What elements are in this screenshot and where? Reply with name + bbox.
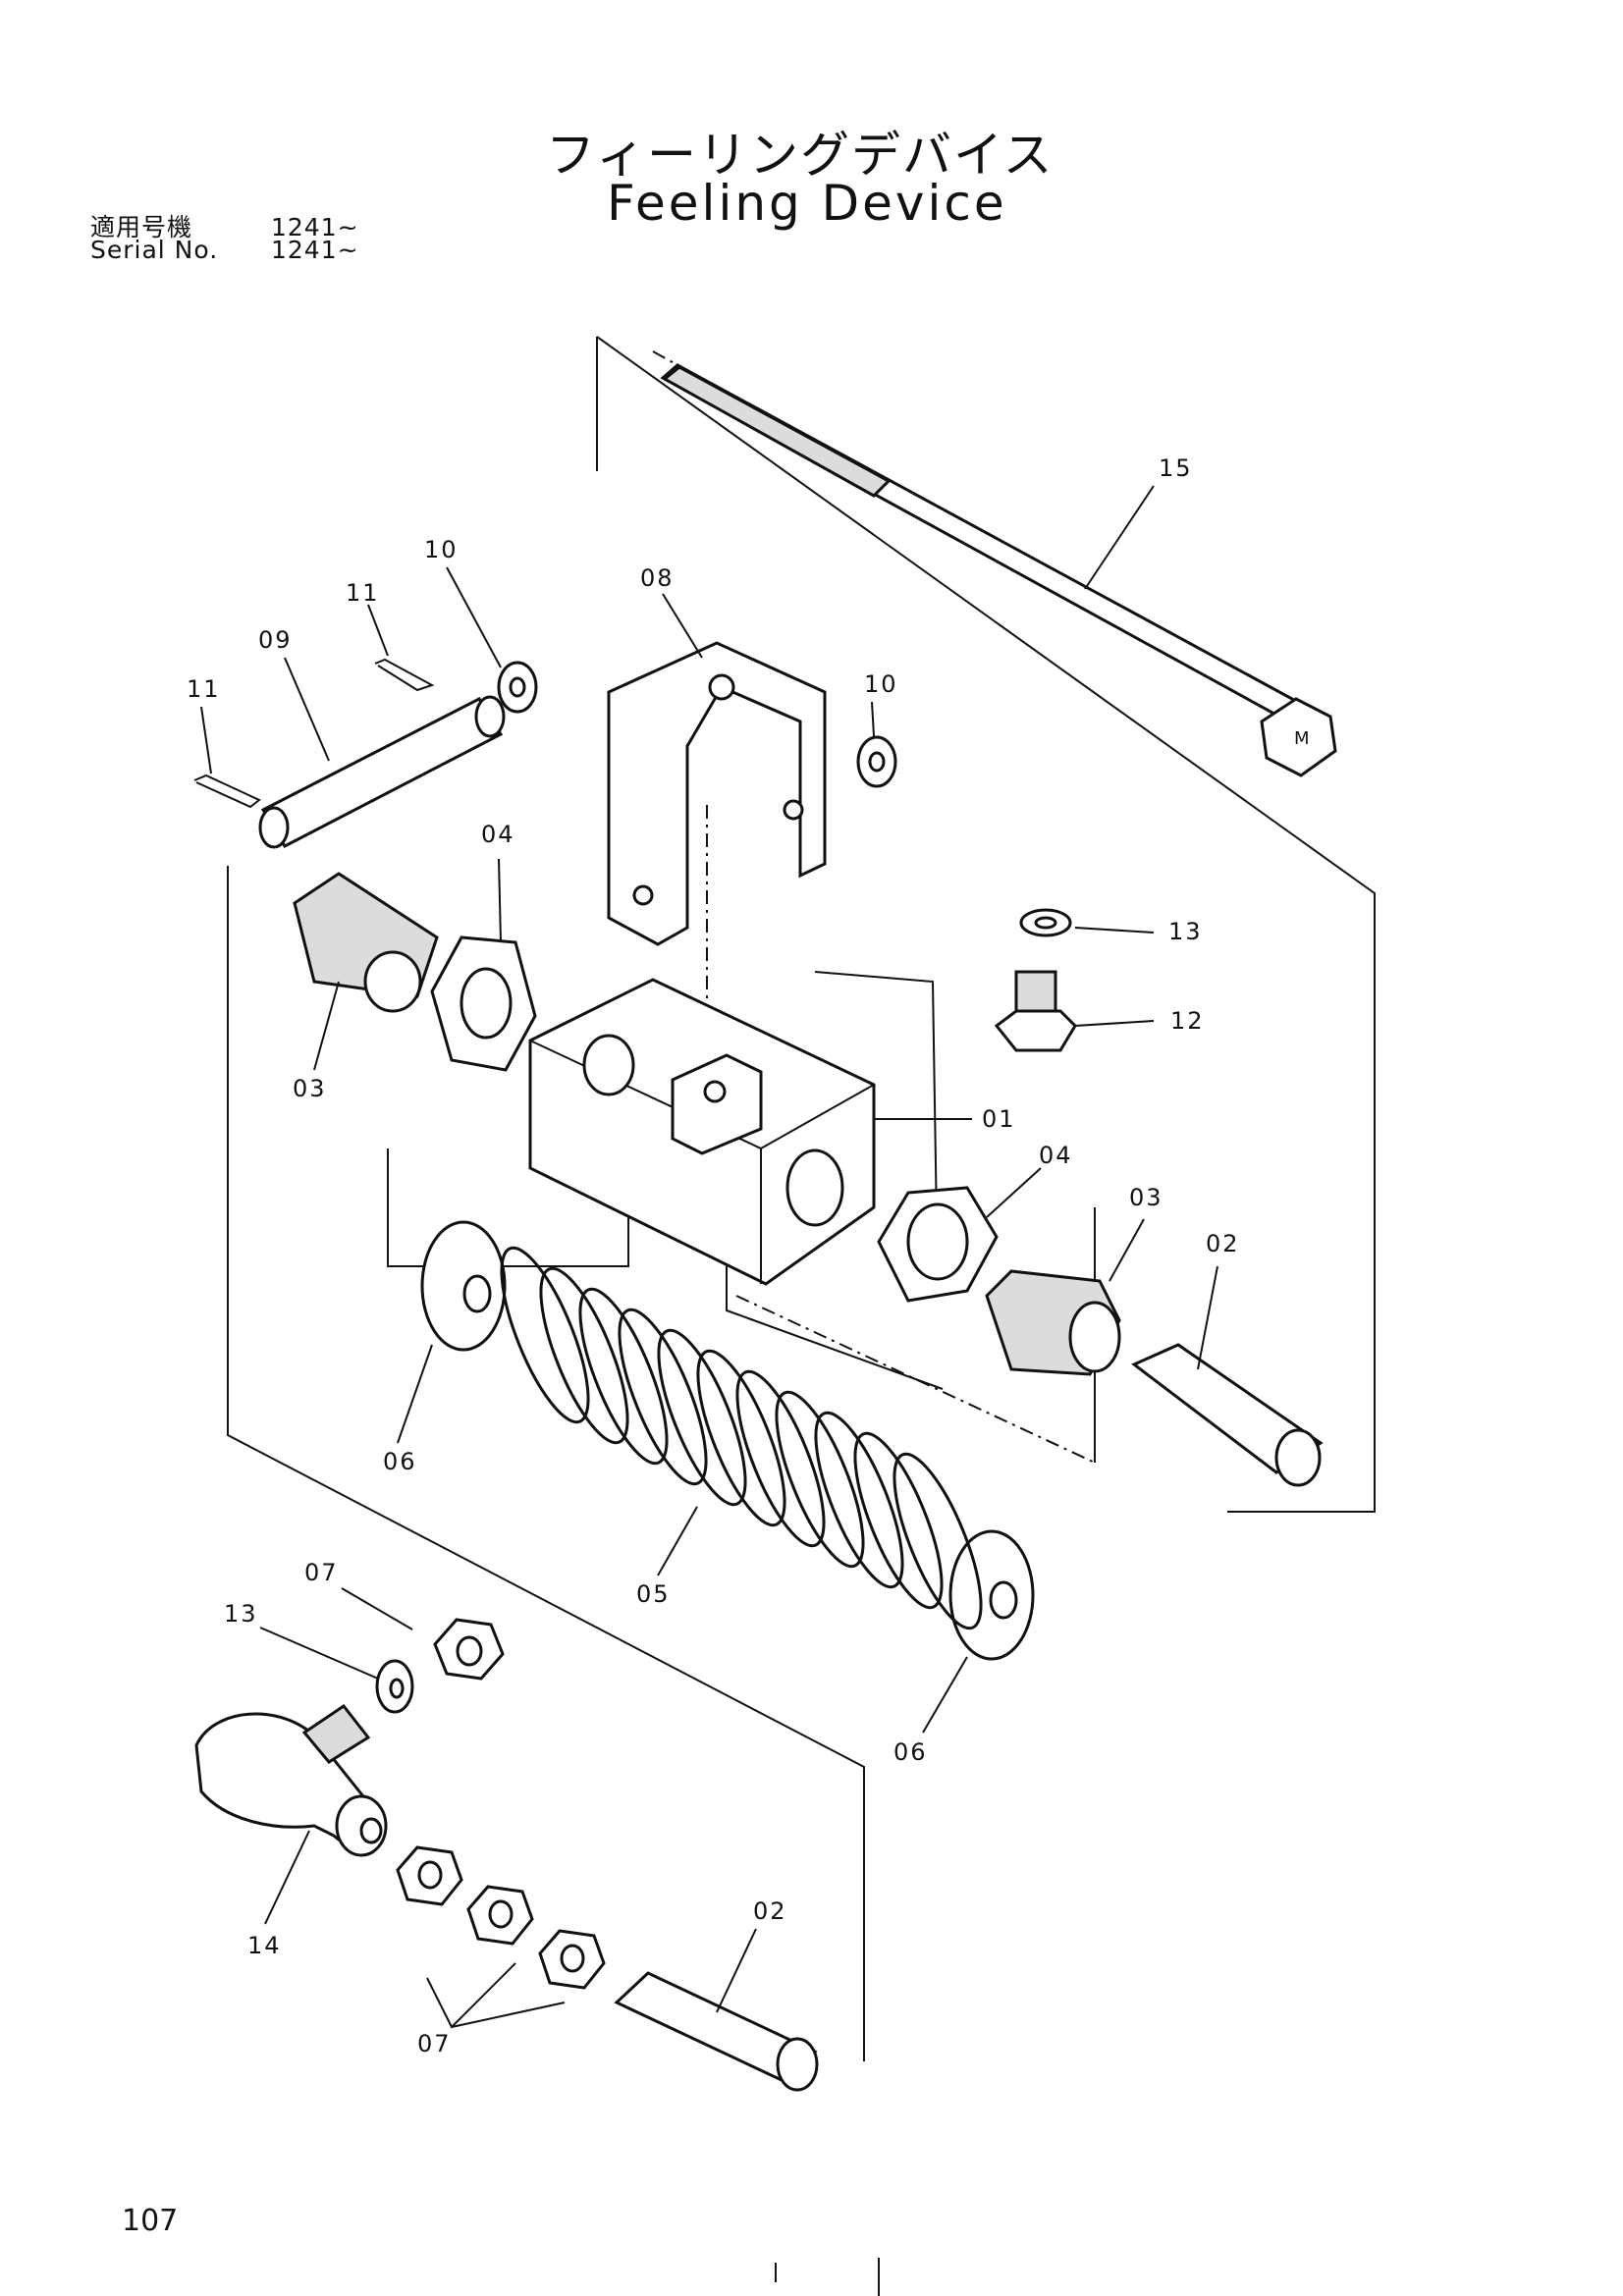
spring-coil [578,1287,669,1466]
spring-coil [853,1431,944,1610]
callout-04-lower: 04 [1039,1142,1073,1169]
part-10-washer-right [856,735,897,788]
callout-06-left: 06 [383,1448,417,1475]
page-title-japanese: フィーリングデバイス [546,127,1055,184]
callout-14: 14 [247,1932,282,1959]
callout-11-lower: 11 [187,675,221,703]
page-number: 107 [122,2204,179,2238]
callout-01: 01 [982,1105,1016,1133]
part-14-rod-end [194,1703,388,1857]
serial-value-jp: 1241~ [271,213,359,241]
spring-coil [500,1246,590,1424]
callout-10-right: 10 [864,670,898,698]
part-10-washer-left [497,661,538,714]
part-11-cotter-pin-upper [374,658,435,692]
part-07-nut-set [396,1845,606,1990]
callout-10-left: 10 [424,536,459,563]
callout-07-lower: 07 [417,2030,452,2057]
part-06-spring-seat-left [420,1220,507,1352]
part-15-long-bolt: M [660,363,1337,777]
callout-02-right: 02 [1206,1230,1240,1257]
serial-label-jp: 適用号機 [90,213,193,241]
bolt-thread [662,365,892,498]
spring-coil [539,1266,629,1445]
callout-05: 05 [636,1580,671,1608]
part-09-pin [258,695,506,849]
callout-03-upper: 03 [293,1075,327,1102]
spring-coil [775,1390,865,1569]
scan-edge-marks [775,2258,880,2296]
serial-line-english: Serial No. 1241~ [90,236,359,264]
part-07-nut-upper [433,1618,505,1681]
page-title-english: Feeling Device [607,175,1007,232]
part-13-washer-upper [1019,908,1072,937]
callout-08: 08 [640,564,675,592]
callout-12: 12 [1170,1007,1205,1035]
callout-03-lower: 03 [1129,1184,1163,1211]
part-03-adjuster-left [293,872,439,1013]
part-02-collar-lower [614,1971,819,2092]
serial-value-en: 1241~ [271,236,359,264]
spring-coil [618,1308,708,1486]
spring-coil [893,1452,983,1630]
callout-06-right: 06 [893,1738,928,1766]
callout-02-lower: 02 [753,1897,787,1925]
part-01-housing-block [528,978,876,1286]
callout-09: 09 [258,626,293,654]
serial-label-en: Serial No. [90,236,219,264]
leader-lines [200,485,1218,2029]
part-12-hex-bolt [994,970,1077,1052]
part-05-coil-spring [500,1246,983,1630]
spring-coil [696,1349,786,1527]
serial-line-japanese: 適用号機 1241~ [90,208,359,243]
callout-07-upper: 07 [304,1559,339,1586]
spring-coil [657,1328,747,1507]
spring-coil [735,1369,826,1548]
callout-13-lower: 13 [224,1600,258,1628]
part-04-lock-nut-left [430,935,537,1072]
callout-15: 15 [1159,454,1193,482]
svg-text:M: M [1294,728,1310,749]
part-04-lock-nut-right [877,1186,999,1303]
part-08-bracket [607,641,827,946]
part-03-adjuster-right [985,1269,1121,1376]
callout-13-upper: 13 [1168,918,1203,945]
callout-labels: 15 10 08 11 09 11 10 04 13 12 03 01 04 0… [187,454,1240,2057]
callout-11-upper: 11 [346,579,380,607]
spring-coil [814,1411,904,1589]
part-11-cotter-pin-lower [193,774,261,809]
part-06-spring-seat-right [948,1529,1035,1661]
part-02-collar-right [1131,1343,1324,1487]
callout-04-upper: 04 [481,821,515,848]
part-13-washer-lower [375,1659,414,1714]
